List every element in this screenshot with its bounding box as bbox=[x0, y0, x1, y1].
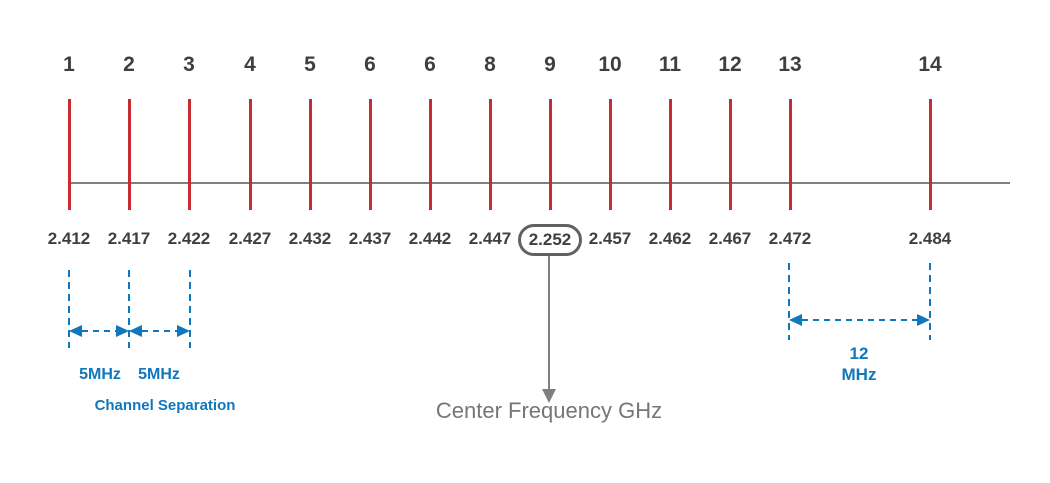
frequency-label: 2.412 bbox=[47, 229, 91, 248]
separation-arrowhead-left-1-icon bbox=[69, 325, 82, 337]
frequency-label: 2.472 bbox=[768, 229, 812, 248]
channel-number: 13 bbox=[778, 53, 802, 76]
gap-guide-line-left bbox=[788, 263, 790, 340]
frequency-label-circled: 2.252 bbox=[518, 224, 582, 256]
channel-number: 12 bbox=[718, 53, 742, 76]
gap-guide-line-right bbox=[929, 263, 931, 340]
frequency-label: 2.462 bbox=[648, 229, 692, 248]
channel-number: 14 bbox=[918, 53, 942, 76]
gap-arrowhead-left-icon bbox=[789, 314, 802, 326]
frequency-label: 2.484 bbox=[908, 229, 952, 248]
frequency-axis-line bbox=[69, 182, 1010, 184]
gap-value-label: 12 MHz bbox=[819, 343, 899, 385]
channel-number: 3 bbox=[183, 53, 195, 76]
separation-arrowhead-left-2-icon bbox=[129, 325, 142, 337]
channel-tick bbox=[789, 99, 792, 210]
center-frequency-arrow-line bbox=[548, 256, 550, 389]
channel-number: 5 bbox=[304, 53, 316, 76]
gap-arrow-line bbox=[802, 319, 917, 321]
frequency-label: 2.467 bbox=[708, 229, 752, 248]
channel-tick bbox=[489, 99, 492, 210]
channel-separation-caption: Channel Separation bbox=[94, 397, 236, 414]
center-frequency-label: Center Frequency GHz bbox=[435, 398, 663, 423]
frequency-label: 2.437 bbox=[348, 229, 392, 248]
channel-number: 6 bbox=[364, 53, 376, 76]
channel-number: 6 bbox=[424, 53, 436, 76]
channel-number: 8 bbox=[484, 53, 496, 76]
frequency-label: 2.417 bbox=[107, 229, 151, 248]
channel-tick bbox=[549, 99, 552, 210]
channel-number: 11 bbox=[658, 53, 682, 76]
channel-tick bbox=[249, 99, 252, 210]
channel-number: 4 bbox=[244, 53, 256, 76]
channel-number: 10 bbox=[598, 53, 622, 76]
channel-tick bbox=[929, 99, 932, 210]
separation-guide-line-3 bbox=[189, 270, 191, 348]
center-frequency-arrowhead-icon bbox=[542, 389, 556, 403]
channel-tick bbox=[188, 99, 191, 210]
channel-tick bbox=[128, 99, 131, 210]
gap-value-line1: 12 bbox=[849, 344, 869, 363]
channel-tick bbox=[429, 99, 432, 210]
frequency-label: 2.457 bbox=[588, 229, 632, 248]
frequency-label: 2.427 bbox=[228, 229, 272, 248]
separation-arrow-line-2 bbox=[142, 330, 177, 332]
frequency-label: 2.447 bbox=[468, 229, 512, 248]
separation-arrow-line-1 bbox=[82, 330, 116, 332]
channel-tick bbox=[729, 99, 732, 210]
channel-number: 1 bbox=[63, 53, 75, 76]
gap-arrowhead-right-icon bbox=[917, 314, 930, 326]
channel-tick bbox=[609, 99, 612, 210]
separation-arrowhead-right-1-icon bbox=[116, 325, 129, 337]
channel-tick bbox=[68, 99, 71, 210]
channel-tick bbox=[369, 99, 372, 210]
separation-arrowhead-right-2-icon bbox=[177, 325, 190, 337]
separation-guide-line-2 bbox=[128, 270, 130, 348]
channel-tick bbox=[669, 99, 672, 210]
frequency-label: 2.442 bbox=[408, 229, 452, 248]
frequency-label: 2.432 bbox=[288, 229, 332, 248]
channel-number: 9 bbox=[544, 53, 556, 76]
channel-number: 2 bbox=[123, 53, 135, 76]
separation-guide-line-1 bbox=[68, 270, 70, 348]
gap-value-line2: MHz bbox=[841, 365, 877, 384]
separation-value-label-1: 5MHz bbox=[79, 366, 121, 383]
frequency-label: 2.422 bbox=[167, 229, 211, 248]
separation-value-label-2: 5MHz bbox=[138, 366, 180, 383]
channel-tick bbox=[309, 99, 312, 210]
